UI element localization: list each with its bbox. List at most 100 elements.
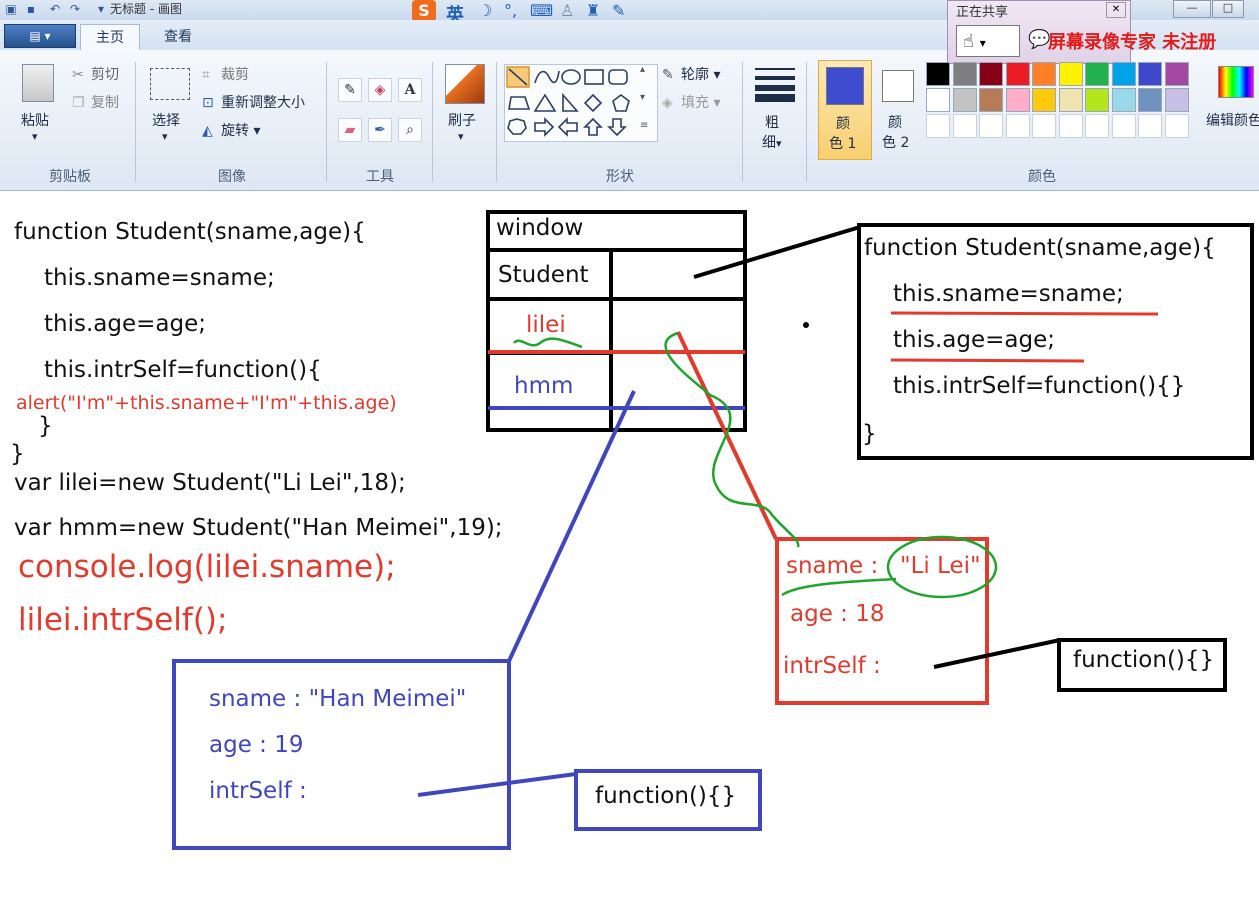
window-hmm-cell: hmm	[514, 373, 574, 399]
outline-icon: ✎	[662, 67, 674, 83]
color-swatch[interactable]	[1111, 62, 1136, 86]
color1-swatch	[826, 67, 864, 105]
group-separator	[135, 62, 136, 182]
minimize-button[interactable]: —	[1173, 0, 1211, 18]
empty-color-slot[interactable]	[1058, 114, 1083, 138]
code-line: this.sname=sname;	[44, 265, 275, 291]
color-swatch[interactable]	[1111, 88, 1136, 112]
crop-button[interactable]: ⌗裁剪	[202, 67, 249, 83]
eraser-icon[interactable]: ▰	[338, 118, 362, 142]
group-label-image: 图像	[218, 169, 246, 185]
app-menu-button[interactable]: ▤ ▾	[4, 24, 76, 48]
size-label-top[interactable]: 粗	[765, 115, 779, 131]
color-swatch[interactable]	[1005, 88, 1030, 112]
select-icon[interactable]	[150, 68, 190, 100]
paste-button[interactable]: 粘贴	[21, 113, 49, 129]
paint-canvas[interactable]: function Student(sname,age){ this.sname=…	[0, 195, 1259, 901]
close-icon[interactable]: ✕	[1106, 2, 1126, 18]
copy-button[interactable]: ❐复制	[72, 95, 119, 111]
empty-color-slot[interactable]	[926, 114, 950, 138]
empty-color-slot[interactable]	[952, 114, 977, 138]
paint-app-icon[interactable]: ▣	[5, 2, 17, 16]
moon-icon[interactable]: ☽	[478, 1, 493, 20]
empty-color-slot[interactable]	[1138, 114, 1162, 138]
constructor-line: }	[862, 421, 877, 447]
scroll-up-icon[interactable]: ▴	[640, 64, 646, 75]
text-tool-icon[interactable]: A	[398, 78, 422, 102]
color-picker-icon[interactable]: ✒	[368, 118, 392, 142]
fill-button[interactable]: ◈填充 ▾	[662, 95, 721, 111]
redo-icon[interactable]: ↷	[69, 2, 81, 16]
color-swatch[interactable]	[979, 88, 1003, 112]
size-button[interactable]: 细▾	[762, 135, 782, 151]
color-swatch[interactable]	[979, 62, 1003, 86]
edit-colors-button[interactable]: 编辑颜色	[1206, 113, 1259, 129]
rotate-button[interactable]: ◭旋转 ▾	[202, 123, 261, 139]
color-swatch[interactable]	[1164, 62, 1189, 86]
paste-icon[interactable]	[22, 64, 54, 102]
scroll-down-icon[interactable]: ▾	[640, 92, 646, 103]
wrench-icon[interactable]: ✎	[612, 1, 626, 20]
color-swatch[interactable]	[1032, 62, 1056, 86]
outline-button[interactable]: ✎轮廓 ▾	[662, 67, 721, 83]
window-lilei-cell: lilei	[526, 312, 566, 338]
magnifier-icon[interactable]: ⌕	[398, 118, 422, 142]
chevron-down-icon[interactable]: ▾	[97, 2, 105, 16]
maximize-button[interactable]: □	[1212, 0, 1244, 18]
chat-icon[interactable]: 💬	[1028, 29, 1051, 50]
empty-color-slot[interactable]	[1032, 114, 1056, 138]
edit-colors-icon[interactable]	[1218, 66, 1254, 98]
color2-button[interactable]: 颜 色 2	[874, 60, 922, 158]
color-swatch[interactable]	[1138, 62, 1162, 86]
tab-view[interactable]: 查看	[164, 29, 192, 45]
color-swatch[interactable]	[1164, 88, 1189, 112]
chevron-down-icon[interactable]: ▾	[458, 130, 464, 143]
color-swatch[interactable]	[1058, 88, 1083, 112]
punctuation-icon[interactable]: °,	[504, 1, 518, 20]
color-swatch[interactable]	[1085, 88, 1109, 112]
color-swatch[interactable]	[1085, 62, 1109, 86]
empty-color-slot[interactable]	[1005, 114, 1030, 138]
color-swatch[interactable]	[952, 62, 977, 86]
group-label-colors: 颜色	[1028, 169, 1056, 185]
color-swatch[interactable]	[926, 88, 950, 112]
expand-gallery-icon[interactable]: ≡	[640, 120, 649, 131]
hand-icon: ☝	[963, 31, 974, 52]
resize-button[interactable]: ⊡重新调整大小	[202, 95, 305, 111]
color-swatch[interactable]	[1032, 88, 1056, 112]
color-swatch[interactable]	[952, 88, 977, 112]
shapes-gallery[interactable]	[504, 64, 658, 142]
lilei-intrself: intrSelf :	[783, 653, 881, 679]
lilei-age: age : 18	[790, 601, 885, 627]
cut-button[interactable]: ✂剪切	[72, 67, 119, 83]
chevron-down-icon[interactable]: ▾	[162, 130, 168, 143]
brush-icon[interactable]	[445, 64, 485, 104]
empty-color-slot[interactable]	[1164, 114, 1189, 138]
undo-icon[interactable]: ↶	[49, 2, 61, 16]
skin-icon[interactable]: ♜	[586, 1, 601, 20]
pencil-icon[interactable]: ✎	[338, 78, 362, 102]
sogou-logo[interactable]: S	[412, 0, 436, 22]
empty-color-slot[interactable]	[1111, 114, 1136, 138]
empty-color-slot[interactable]	[979, 114, 1003, 138]
color-swatch[interactable]	[926, 62, 950, 86]
hand-tool-button[interactable]: ☝ ▾	[956, 25, 1020, 57]
line-size-icon[interactable]	[755, 66, 795, 102]
tab-home[interactable]: 主页	[80, 24, 140, 51]
code-line: function Student(sname,age){	[14, 219, 366, 245]
share-toolbar: 正在共享 ✕ ☝ ▾ 💬	[947, 0, 1131, 64]
color-swatch[interactable]	[1138, 88, 1162, 112]
select-button[interactable]: 选择	[152, 113, 180, 129]
color-swatch[interactable]	[1005, 62, 1030, 86]
fill-bucket-icon[interactable]: ◈	[368, 78, 392, 102]
color1-button[interactable]: 颜 色 1	[818, 60, 872, 160]
color-swatch[interactable]	[1058, 62, 1083, 86]
chevron-down-icon[interactable]: ▾	[32, 130, 38, 143]
chevron-down-icon: ▾	[979, 36, 986, 50]
user-icon[interactable]: ♙	[560, 1, 575, 20]
brush-button[interactable]: 刷子	[448, 113, 476, 129]
empty-color-slot[interactable]	[1085, 114, 1109, 138]
group-separator	[326, 62, 327, 182]
keyboard-icon[interactable]: ⌨	[530, 1, 554, 20]
save-icon[interactable]: ▪	[26, 2, 36, 16]
